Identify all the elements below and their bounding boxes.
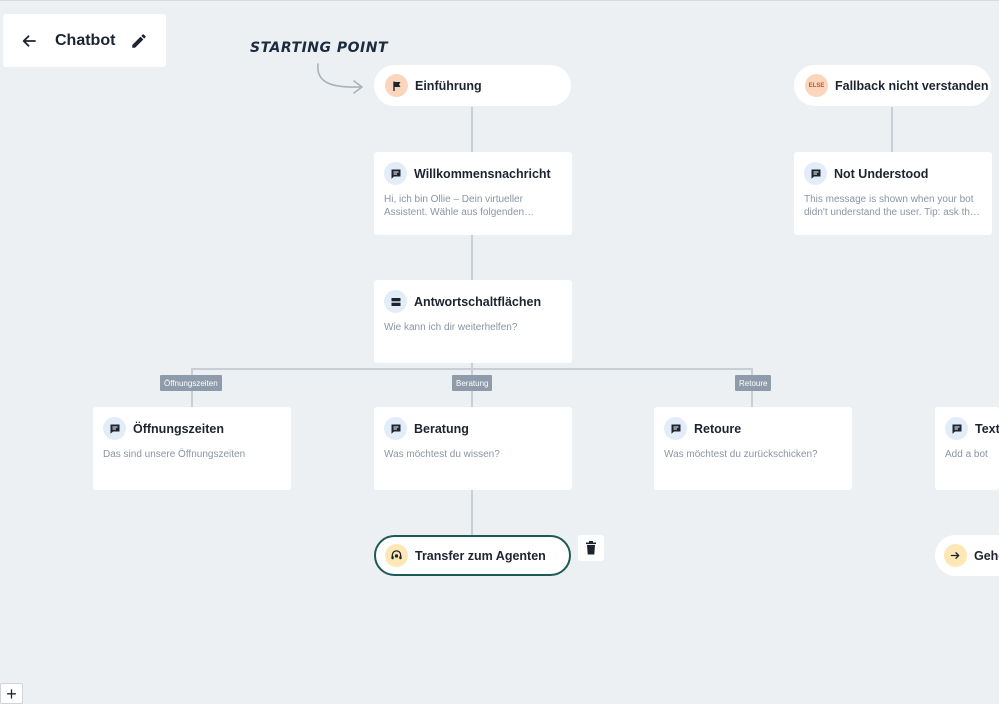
arrow-right-icon [944, 544, 967, 567]
delete-node-button[interactable] [578, 535, 604, 561]
node-description: Hi, ich bin Ollie – Dein virtueller Assi… [384, 194, 535, 218]
connector [471, 490, 473, 536]
node-antwortschaltflaechen[interactable]: Antwortschaltflächen Wie kann ich dir we… [374, 280, 572, 363]
node-label: Fallback nicht verstanden [835, 78, 989, 93]
node-not-understood[interactable]: Not Understood This message is shown whe… [794, 152, 992, 235]
pencil-icon[interactable] [129, 31, 149, 51]
connector [471, 107, 473, 152]
node-description: Add a bot m [945, 449, 989, 460]
branch-label-retoure[interactable]: Retoure [735, 375, 772, 391]
zoom-in-button[interactable]: + [0, 683, 23, 704]
node-beratung[interactable]: Beratung Was möchtest du wissen? [374, 407, 572, 490]
connector [471, 362, 473, 369]
curved-arrow-icon [317, 63, 363, 94]
message-icon [804, 162, 827, 185]
agent-icon [385, 544, 408, 567]
message-icon [384, 162, 407, 185]
node-description: Das sind unsere Öffnungszeiten [103, 449, 246, 460]
trash-icon [586, 541, 596, 555]
node-fallback[interactable]: ELSE Fallback nicht verstanden [794, 65, 991, 106]
node-oeffnungszeiten[interactable]: Öffnungszeiten Das sind unsere Öffnungsz… [93, 407, 291, 490]
node-title: Text [975, 421, 999, 436]
message-icon [945, 417, 968, 440]
top-border [0, 0, 999, 1]
node-title: Not Understood [834, 166, 929, 181]
connector [471, 235, 473, 280]
chatbot-header: Chatbot [3, 14, 166, 67]
message-icon [664, 417, 687, 440]
node-title: Öffnungszeiten [133, 421, 224, 436]
node-text[interactable]: Text Add a bot m [935, 407, 999, 490]
branch-label-oeffnungszeiten[interactable]: Öffnungszeiten [160, 375, 222, 391]
node-title: Antwortschaltflächen [414, 294, 542, 309]
buttons-icon [384, 290, 407, 313]
node-label: Gehe [974, 548, 999, 563]
node-title: Beratung [414, 421, 469, 436]
starting-point-label: STARTING POINT [250, 40, 389, 56]
node-description: Was möchtest du zurückschicken? [664, 449, 818, 460]
else-icon: ELSE [805, 74, 828, 97]
node-description: Wie kann ich dir weiterhelfen? [384, 322, 518, 333]
node-gehe[interactable]: Gehe [935, 535, 999, 576]
node-title: Willkommensnachricht [414, 166, 551, 181]
branch-label-beratung[interactable]: Beratung [452, 375, 493, 391]
message-icon [103, 417, 126, 440]
node-label: Einführung [415, 78, 482, 93]
node-transfer-zum-agenten[interactable]: Transfer zum Agenten [374, 535, 571, 576]
flag-icon [385, 74, 408, 97]
node-description: Was möchtest du wissen? [384, 449, 500, 460]
node-label: Transfer zum Agenten [415, 548, 546, 563]
node-willkommensnachricht[interactable]: Willkommensnachricht Hi, ich bin Ollie –… [374, 152, 572, 235]
node-description: This message is shown when your bot didn… [804, 194, 980, 218]
back-arrow-icon[interactable] [19, 31, 39, 51]
node-title: Retoure [694, 421, 742, 436]
node-einfuehrung[interactable]: Einführung [374, 65, 571, 106]
connector [891, 107, 893, 152]
chatbot-title: Chatbot [55, 31, 116, 49]
node-retoure[interactable]: Retoure Was möchtest du zurückschicken? [654, 407, 852, 490]
message-icon [384, 417, 407, 440]
